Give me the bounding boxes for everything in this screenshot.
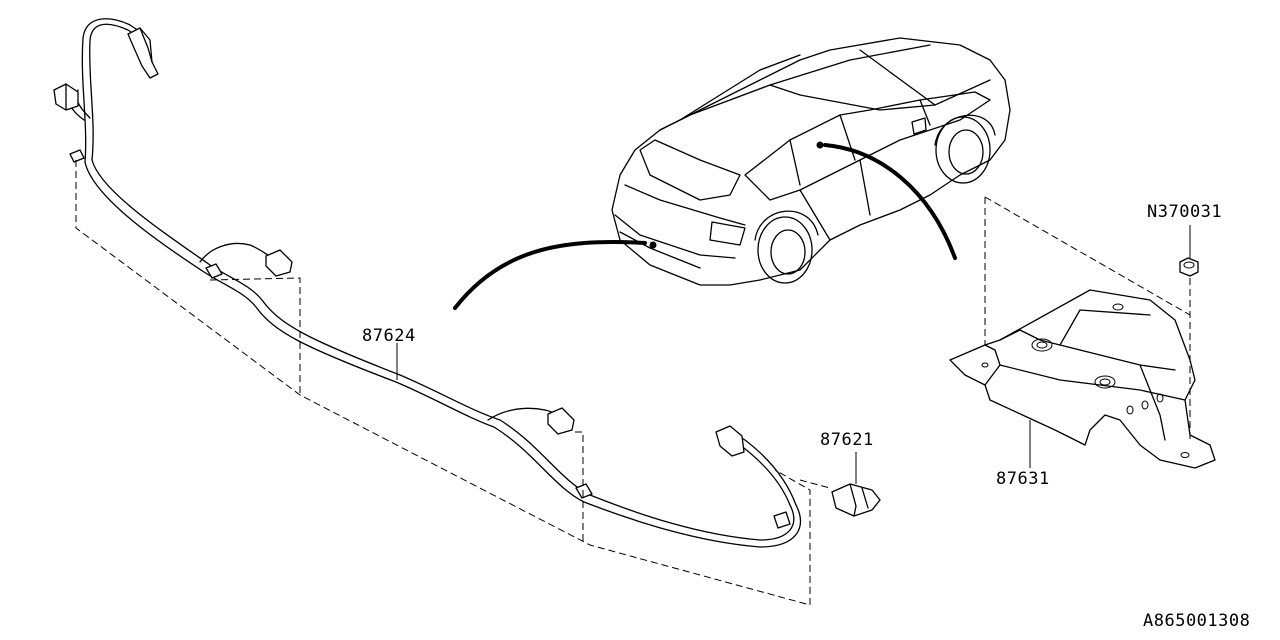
part-label-87631: 87631 bbox=[996, 469, 1050, 489]
part-label-87624: 87624 bbox=[362, 326, 416, 346]
bracket-projection-lines bbox=[984, 196, 1191, 440]
location-leaders bbox=[453, 143, 957, 310]
part-label-87621: 87621 bbox=[820, 430, 874, 450]
sensor-87621[interactable] bbox=[831, 452, 881, 517]
vehicle-illustration bbox=[611, 37, 1011, 286]
harness-connector-left bbox=[53, 83, 85, 163]
figure-code: A865001308 bbox=[1143, 611, 1251, 631]
harness-projection-lines bbox=[75, 160, 831, 606]
nut-N370031[interactable] bbox=[1179, 225, 1199, 277]
harness-clip-top bbox=[127, 27, 159, 79]
part-label-N370031: N370031 bbox=[1147, 202, 1223, 222]
bracket-87631[interactable] bbox=[949, 289, 1216, 469]
harness-end-connector bbox=[715, 425, 797, 529]
harness-branch-1 bbox=[199, 242, 293, 279]
wiring-harness-87624[interactable] bbox=[67, 18, 801, 548]
